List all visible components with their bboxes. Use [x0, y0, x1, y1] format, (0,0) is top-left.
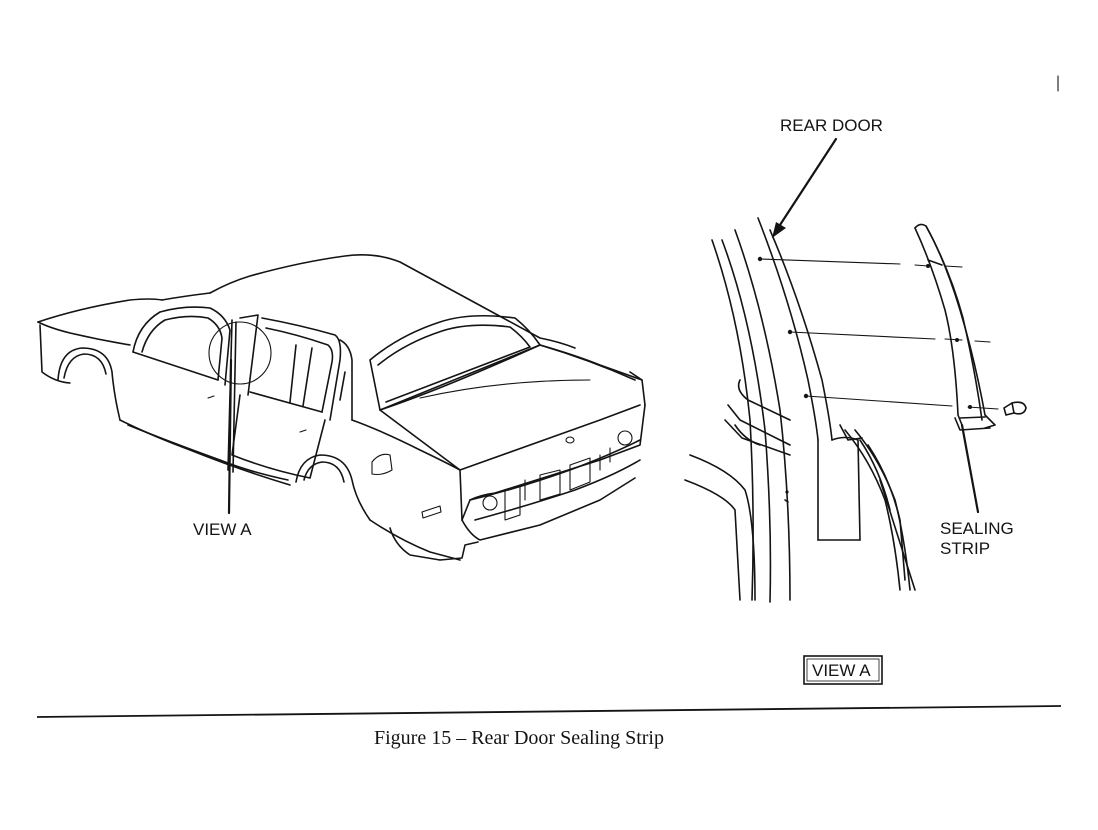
view-a-box-label: VIEW A	[812, 661, 871, 680]
view-a-box-inner	[806, 658, 880, 682]
sealing-strip-leader-line	[960, 423, 980, 514]
car-body-drawing	[37, 254, 646, 561]
view-a-car-label: VIEW A	[193, 520, 252, 539]
sealing-strip-label-line1: SEALING	[940, 519, 1014, 538]
figure-caption: Figure 15 – Rear Door Sealing Strip	[374, 727, 664, 749]
rear-door-arrowhead	[772, 222, 786, 238]
view-a-box	[803, 655, 883, 685]
door-frame-drawing	[684, 217, 916, 603]
alignment-lines	[757, 256, 999, 494]
view-a-callout-circle	[208, 321, 272, 385]
retainer-clip-icon	[1003, 401, 1027, 416]
view-a-leader-line	[227, 358, 233, 515]
sealing-strip-label-line2: STRIP	[940, 539, 990, 558]
rear-door-label: REAR DOOR	[780, 116, 883, 135]
rear-door-leader-line	[776, 137, 838, 230]
caption-divider	[36, 705, 1062, 718]
sealing-strip-drawing	[914, 223, 996, 431]
